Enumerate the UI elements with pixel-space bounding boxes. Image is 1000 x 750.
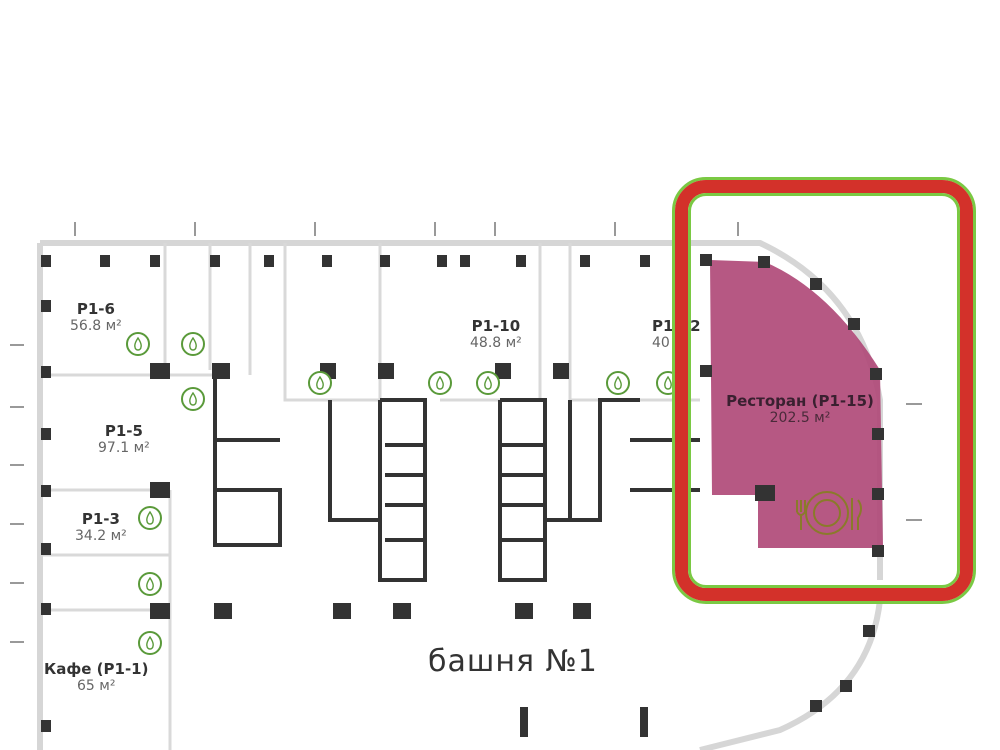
unit-label-P1-5[interactable]: P1-5 97.1 м² xyxy=(98,422,150,456)
restaurant-plate-icon xyxy=(796,491,862,535)
unit-name: P1-5 xyxy=(104,422,143,440)
highlight-frame-red xyxy=(675,180,973,601)
entrance-arrows xyxy=(10,222,922,643)
restaurant-columns xyxy=(700,254,884,557)
water-drop-icon xyxy=(138,631,162,655)
water-drop-icon xyxy=(181,387,205,411)
unit-name: P1-10 xyxy=(471,317,521,335)
water-drop-icon xyxy=(138,572,162,596)
water-drop-icon xyxy=(476,371,500,395)
unit-area: 40 xyxy=(652,335,670,351)
unit-label-P1-1[interactable]: Кафе (P1-1) 65 м² xyxy=(44,660,148,694)
highlight-frame xyxy=(672,177,976,604)
restaurant-area xyxy=(710,260,883,548)
water-drop-icon xyxy=(181,332,205,356)
unit-area: 48.8 м² xyxy=(470,335,522,351)
water-drop-icon xyxy=(126,332,150,356)
unit-area: 34.2 м² xyxy=(75,528,127,544)
columns xyxy=(41,255,875,737)
water-drop-icon xyxy=(428,371,452,395)
core-walls xyxy=(213,375,700,582)
water-drop-icon xyxy=(308,371,332,395)
restaurant-label[interactable]: Ресторан (P1-15) 202.5 м² xyxy=(700,392,900,426)
unit-name: P1-6 xyxy=(76,300,115,318)
unit-name: P1-3 xyxy=(81,510,120,528)
unit-name: Кафе (P1-1) xyxy=(44,660,149,678)
restaurant-name: Ресторан (P1-15) xyxy=(726,392,874,410)
unit-area: 56.8 м² xyxy=(70,318,122,334)
unit-label-P1-6[interactable]: P1-6 56.8 м² xyxy=(70,300,122,334)
outer-walls xyxy=(37,240,883,750)
unit-area: 65 м² xyxy=(77,678,116,694)
water-drop-icon xyxy=(138,506,162,530)
tower-title: башня №1 xyxy=(428,644,598,679)
unit-area: 97.1 м² xyxy=(98,440,150,456)
highlight-frame-inner xyxy=(688,193,960,588)
unit-label-P1-3[interactable]: P1-3 34.2 м² xyxy=(75,510,127,544)
unit-label-P1-10[interactable]: P1-10 48.8 м² xyxy=(470,317,522,351)
water-drop-icon xyxy=(606,371,630,395)
restaurant-area-value: 202.5 м² xyxy=(769,410,831,426)
